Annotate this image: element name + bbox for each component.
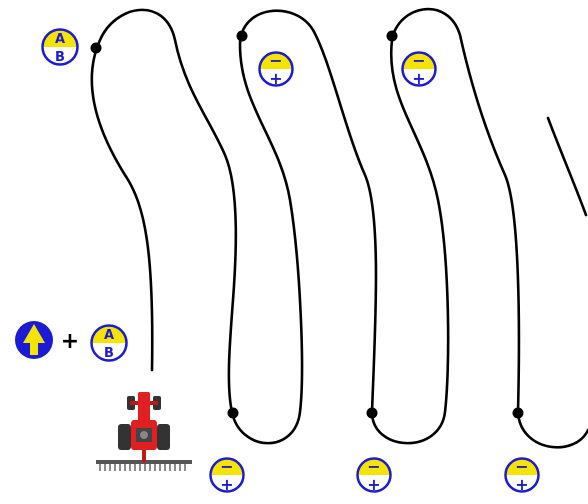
minus-label: −: [412, 51, 425, 70]
waypoint-dot: [366, 407, 378, 419]
waypoint-dot: [512, 407, 524, 419]
ab-legend-top-label: A: [104, 328, 114, 343]
minus-plus-badge-icon: − +: [209, 457, 245, 494]
ab-badge-top-label: A: [55, 32, 65, 47]
ab-badge-icon: A B: [41, 28, 79, 66]
tractor-icon: [96, 392, 192, 471]
waypoint-dot: [90, 42, 102, 54]
minus-label: −: [269, 51, 282, 70]
guidance-path-next: [546, 116, 588, 217]
plus-label: +: [515, 475, 528, 494]
plus-label: +: [269, 69, 282, 88]
minus-label: −: [220, 457, 233, 476]
waypoint-dot: [236, 30, 248, 42]
ab-legend-bottom-label: B: [104, 346, 114, 361]
minus-plus-badge-icon: − +: [356, 457, 392, 494]
guidance-path: [90, 7, 588, 449]
engage-arrow-icon: [15, 321, 53, 359]
minus-label: −: [515, 457, 528, 476]
ab-badge-bottom-label: B: [55, 50, 65, 65]
waypoint-dot: [386, 30, 398, 42]
legend-plus-sign: +: [61, 329, 79, 354]
waypoint-dot: [227, 407, 239, 419]
minus-plus-badge-icon: − +: [401, 51, 437, 88]
plus-label: +: [412, 69, 425, 88]
plus-label: +: [367, 475, 380, 494]
minus-label: −: [367, 457, 380, 476]
minus-plus-badge-icon: − +: [504, 457, 540, 494]
minus-plus-badge-icon: − +: [258, 51, 294, 88]
ab-badge-icon: A B: [90, 324, 128, 362]
plus-label: +: [220, 475, 233, 494]
